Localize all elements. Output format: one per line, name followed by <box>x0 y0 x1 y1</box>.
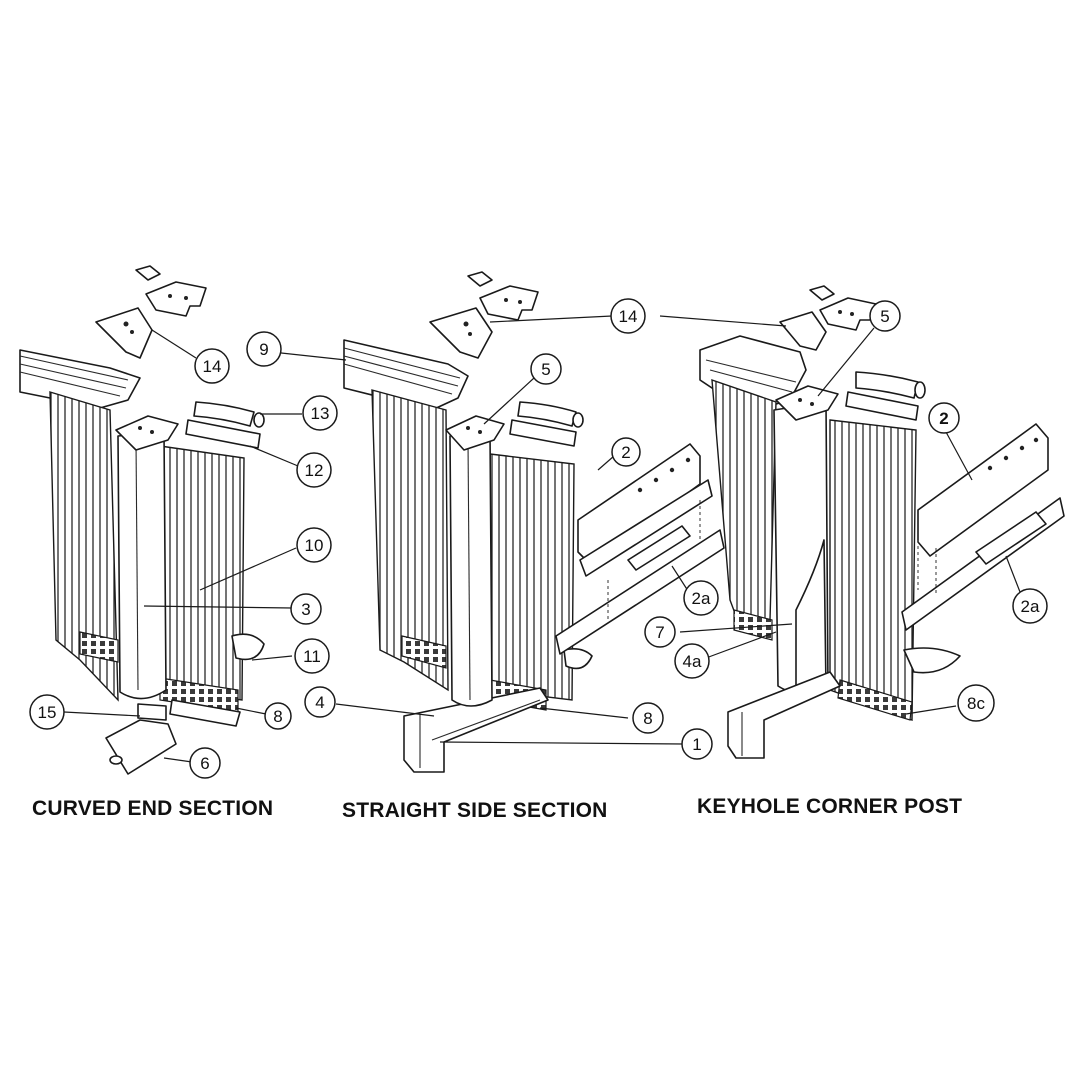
svg-text:2: 2 <box>939 409 948 428</box>
callout-10: 10 <box>296 527 332 563</box>
cap-small-left <box>135 265 161 281</box>
svg-text:14: 14 <box>203 357 222 376</box>
callout-2a-right: 2a <box>1012 588 1048 624</box>
callout-2-middle: 2 <box>611 437 641 467</box>
keyhole-corner-post-drawing <box>699 285 1065 759</box>
callout-2-right: 2 <box>928 402 960 434</box>
callout-3: 3 <box>290 593 322 625</box>
part14-plate-left <box>95 307 153 359</box>
callout-15: 15 <box>29 694 65 730</box>
part12-channel <box>185 419 261 449</box>
curved-end-section-drawing <box>19 265 265 775</box>
callout-1: 1 <box>681 728 713 760</box>
svg-text:8: 8 <box>643 709 652 728</box>
callout-12: 12 <box>296 452 332 488</box>
upright-post-3 <box>117 431 167 700</box>
leader-lines <box>63 315 1021 763</box>
svg-text:8: 8 <box>273 707 282 726</box>
svg-text:13: 13 <box>311 404 330 423</box>
callout-8-middle: 8 <box>632 702 664 734</box>
svg-text:2a: 2a <box>692 589 711 608</box>
svg-text:5: 5 <box>541 360 550 379</box>
svg-text:2a: 2a <box>1021 597 1040 616</box>
svg-text:15: 15 <box>38 703 57 722</box>
callout-14-middle: 14 <box>610 298 646 334</box>
part13-tube <box>193 401 255 427</box>
svg-text:7: 7 <box>655 623 664 642</box>
callout-2a-middle: 2a <box>683 580 719 616</box>
svg-text:3: 3 <box>301 600 310 619</box>
callout-5-middle: 5 <box>530 353 562 385</box>
svg-text:14: 14 <box>619 307 638 326</box>
svg-text:11: 11 <box>303 647 321 666</box>
svg-text:1: 1 <box>692 735 701 754</box>
part15-clip <box>137 703 167 721</box>
svg-text:9: 9 <box>259 340 268 359</box>
caption-straight-side-section: STRAIGHT SIDE SECTION <box>342 799 608 822</box>
svg-text:4a: 4a <box>683 652 702 671</box>
bottom-track-1 <box>403 687 549 773</box>
straight-side-section-drawing <box>343 271 725 773</box>
callout-5-right: 5 <box>869 300 901 332</box>
callout-11: 11 <box>294 638 330 674</box>
side-rail-2 <box>577 443 701 565</box>
callout-4a: 4a <box>674 643 710 679</box>
caption-keyhole-corner-post: KEYHOLE CORNER POST <box>697 795 963 818</box>
liner-flap-11 <box>231 633 265 661</box>
upright-post-middle <box>449 431 493 707</box>
callout-14-left: 14 <box>194 348 230 384</box>
callout-4-middle: 4 <box>304 686 336 718</box>
part6-bracket <box>105 719 177 775</box>
cap-medium-left <box>145 281 207 317</box>
callout-9: 9 <box>246 331 282 367</box>
callout-8c: 8c <box>957 684 995 722</box>
callout-8-left: 8 <box>264 702 292 730</box>
callout-13: 13 <box>302 395 338 431</box>
svg-text:6: 6 <box>200 754 209 773</box>
svg-text:12: 12 <box>305 461 324 480</box>
svg-text:5: 5 <box>880 307 889 326</box>
svg-text:2: 2 <box>621 443 630 462</box>
callout-7: 7 <box>644 616 676 648</box>
caption-curved-end-section: CURVED END SECTION <box>32 797 274 820</box>
lower-rail-2a <box>555 529 725 655</box>
svg-text:4: 4 <box>315 693 324 712</box>
callout-6: 6 <box>189 747 221 779</box>
svg-text:10: 10 <box>305 536 324 555</box>
svg-text:8c: 8c <box>967 694 985 713</box>
